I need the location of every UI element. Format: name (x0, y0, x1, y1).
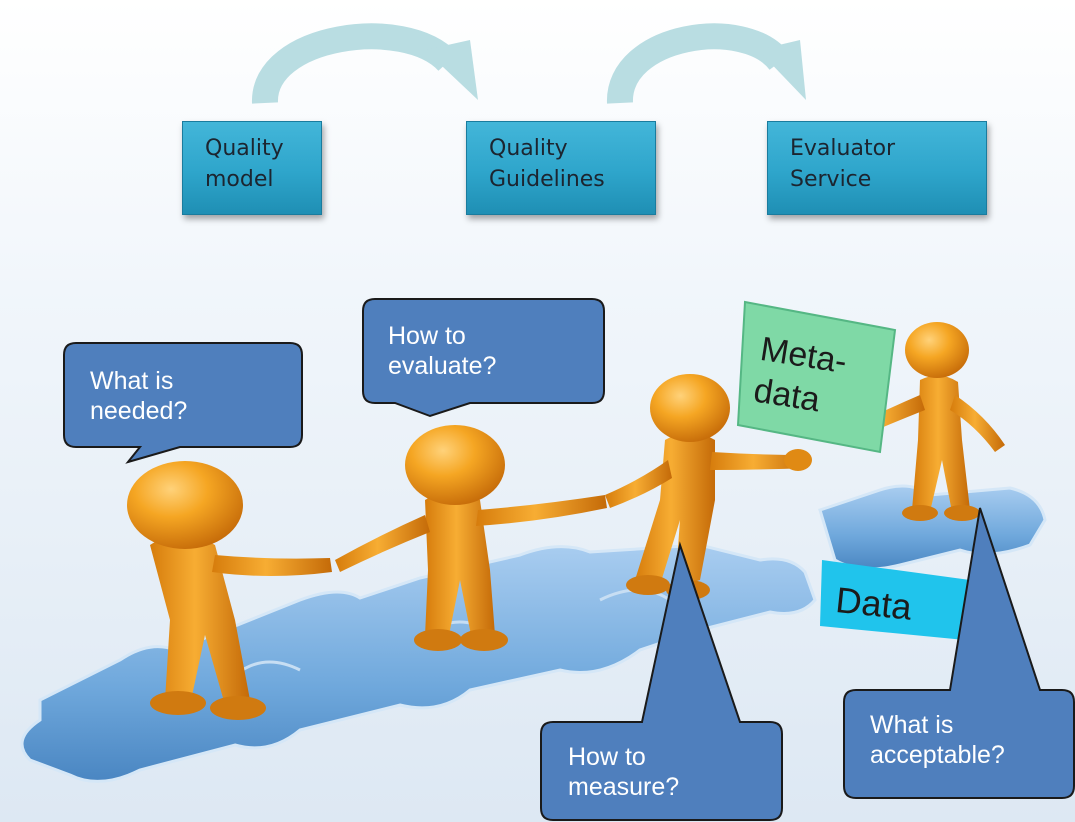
box-label-line2: Service (790, 167, 872, 192)
data-sign (820, 560, 970, 640)
quality-model-box: Quality model (182, 121, 322, 215)
speech-bubble-needed (63, 342, 303, 464)
bubble-text-needed: What is needed? (90, 366, 187, 426)
bubble-line2: needed? (90, 397, 188, 425)
bubble-line2: measure? (568, 773, 680, 801)
bubble-line1: How to (388, 322, 466, 350)
speech-bubble-measure (540, 541, 783, 821)
quality-guidelines-box: Quality Guidelines (466, 121, 656, 215)
bubble-text-evaluate: How to evaluate? (388, 321, 496, 381)
metadata-sign-label: Meta- data (751, 328, 850, 425)
box-label-line1: Quality (205, 136, 284, 161)
evaluator-service-box: Evaluator Service (767, 121, 987, 215)
stick-figure-icon (848, 322, 1005, 521)
metadata-sign (736, 300, 897, 454)
box-label-line2: model (205, 167, 274, 192)
bubble-line1: What is (90, 367, 174, 395)
box-label-line2: Guidelines (489, 167, 605, 192)
stick-figure-icon (335, 425, 607, 651)
speech-bubble-acceptable (843, 507, 1075, 799)
speech-bubble-evaluate (362, 298, 605, 418)
bubble-line2: evaluate? (388, 352, 497, 380)
bubble-line1: How to (568, 743, 646, 771)
curved-arrow-icon (252, 23, 478, 104)
curved-arrow-icon (607, 23, 806, 104)
bubble-text-measure: How to measure? (568, 742, 679, 802)
bubble-line2: acceptable? (870, 741, 1005, 769)
stick-figure-icon (605, 374, 812, 600)
box-label-line1: Evaluator (790, 136, 896, 161)
box-label-line1: Quality (489, 136, 568, 161)
bubble-line1: What is (870, 711, 954, 739)
bubble-text-acceptable: What is acceptable? (870, 710, 1005, 770)
data-sign-label: Data (833, 579, 914, 628)
stick-figure-icon (127, 461, 332, 720)
